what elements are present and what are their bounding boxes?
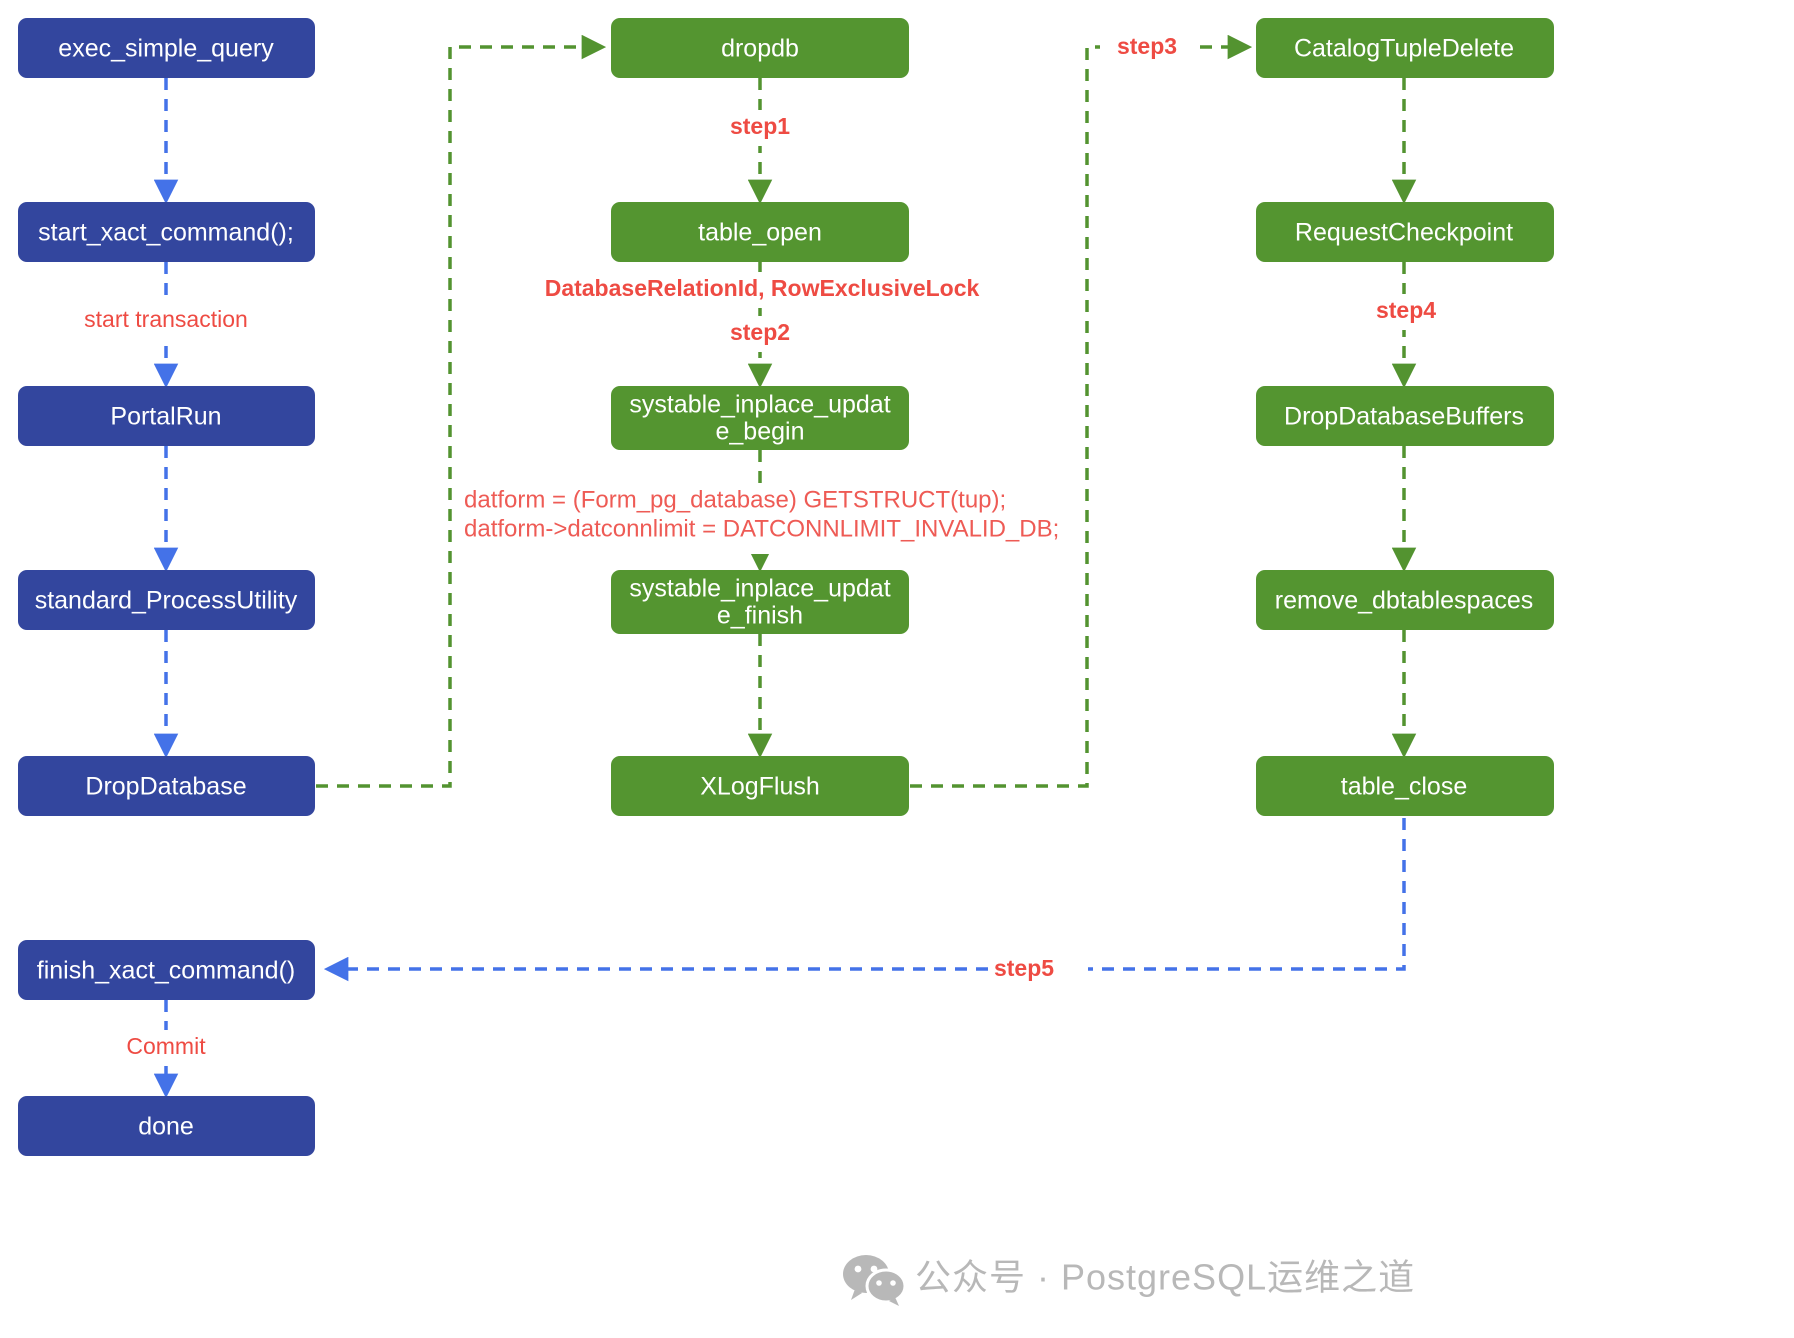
node-catalogtupledelete[interactable]: CatalogTupleDelete — [1256, 18, 1554, 78]
node-label: CatalogTupleDelete — [1294, 35, 1514, 63]
edge-label-step3: step3 — [1117, 33, 1177, 59]
edge-label-step1: step1 — [730, 113, 790, 139]
node-box[interactable] — [18, 202, 315, 262]
node-label: finish_xact_command() — [37, 957, 295, 985]
node-dropdb[interactable]: dropdb — [611, 18, 909, 78]
edge-xlogflush-to-catalogtupledelete — [910, 34, 1253, 788]
edge-label-bg-step5 — [992, 952, 1088, 988]
edge-label-commit: Commit — [126, 1033, 206, 1059]
node-box[interactable] — [1256, 202, 1554, 262]
code-note-bg — [462, 484, 1072, 554]
node-label-line-2: e_finish — [717, 602, 803, 630]
edge-label-step4: step4 — [1376, 297, 1436, 323]
wechat-icon — [843, 1255, 907, 1306]
edge-tableclose-to-finishxact — [323, 818, 1406, 982]
watermark-text: 公众号 · PostgreSQL运维之道 — [915, 1257, 1415, 1298]
node-box[interactable] — [1256, 756, 1554, 816]
node-dropdatabasebuffers[interactable]: DropDatabaseBuffers — [1256, 386, 1554, 446]
node-box[interactable] — [18, 18, 315, 78]
node-label: table_open — [698, 219, 822, 247]
edge-label-bg-commit — [108, 1030, 226, 1066]
edge-label-bg-step3 — [1100, 30, 1196, 66]
node-label: exec_simple_query — [58, 35, 274, 63]
node-box[interactable] — [18, 570, 315, 630]
node-box[interactable] — [1256, 386, 1554, 446]
node-box[interactable] — [18, 940, 315, 1000]
node-box[interactable] — [611, 756, 909, 816]
node-label-line-1: systable_inplace_updat — [629, 575, 890, 603]
node-box[interactable] — [611, 202, 909, 262]
node-label: standard_ProcessUtility — [35, 587, 298, 615]
node-label: PortalRun — [110, 403, 221, 431]
node-box[interactable] — [611, 18, 909, 78]
node-label: XLogFlush — [700, 773, 820, 801]
node-box[interactable] — [611, 570, 909, 634]
edge-label-table-open-args: DatabaseRelationId, RowExclusiveLock — [545, 275, 980, 301]
node-systable-inplace-update-begin[interactable]: systable_inplace_updat e_begin — [611, 386, 909, 450]
node-exec-simple-query[interactable]: exec_simple_query — [18, 18, 315, 78]
node-label-line-2: e_begin — [716, 418, 805, 446]
node-remove-dbtablespaces[interactable]: remove_dbtablespaces — [1256, 570, 1554, 630]
watermark: 公众号 · PostgreSQL运维之道 — [843, 1255, 1415, 1306]
node-table-open[interactable]: table_open — [611, 202, 909, 262]
code-note-line-2: datform->datconnlimit = DATCONNLIMIT_INV… — [464, 515, 1059, 542]
node-requestcheckpoint[interactable]: RequestCheckpoint — [1256, 202, 1554, 262]
node-systable-inplace-update-finish[interactable]: systable_inplace_updat e_finish — [611, 570, 909, 634]
node-box[interactable] — [18, 756, 315, 816]
node-dropdatabase[interactable]: DropDatabase — [18, 756, 315, 816]
node-box[interactable] — [1256, 570, 1554, 630]
node-table-close[interactable]: table_close — [1256, 756, 1554, 816]
node-done[interactable]: done — [18, 1096, 315, 1156]
edge-label-bg-step1 — [714, 110, 808, 146]
node-label: DropDatabase — [85, 773, 246, 801]
edge-label-bg-step4 — [1358, 294, 1454, 330]
node-label: start_xact_command(); — [38, 219, 294, 247]
node-box[interactable] — [611, 386, 909, 450]
node-box[interactable] — [1256, 18, 1554, 78]
node-label: done — [138, 1113, 194, 1141]
code-note-line-1: datform = (Form_pg_database) GETSTRUCT(t… — [464, 486, 1006, 513]
edge-label-step5: step5 — [994, 955, 1054, 981]
edge-label-bg-start-transaction — [72, 302, 262, 338]
edge-label-start-transaction: start transaction — [84, 306, 248, 332]
node-label-line-1: systable_inplace_updat — [629, 391, 890, 419]
node-xlogflush[interactable]: XLogFlush — [611, 756, 909, 816]
node-label: DropDatabaseBuffers — [1284, 403, 1524, 431]
node-portal-run[interactable]: PortalRun — [18, 386, 315, 446]
node-label: RequestCheckpoint — [1295, 219, 1513, 247]
edge-label-step2: step2 — [730, 319, 790, 345]
node-label: dropdb — [721, 35, 799, 63]
edge-dropdatabase-to-dropdb — [316, 34, 607, 788]
edge-label-bg-step2 — [714, 316, 808, 352]
edge-label-bg-table-open-args — [545, 272, 981, 308]
node-label: table_close — [1341, 773, 1467, 801]
node-start-xact-command[interactable]: start_xact_command(); — [18, 202, 315, 262]
node-box[interactable] — [18, 1096, 315, 1156]
node-finish-xact-command[interactable]: finish_xact_command() — [18, 940, 315, 1000]
node-label: remove_dbtablespaces — [1275, 587, 1534, 615]
node-standard-processutility[interactable]: standard_ProcessUtility — [18, 570, 315, 630]
node-box[interactable] — [18, 386, 315, 446]
